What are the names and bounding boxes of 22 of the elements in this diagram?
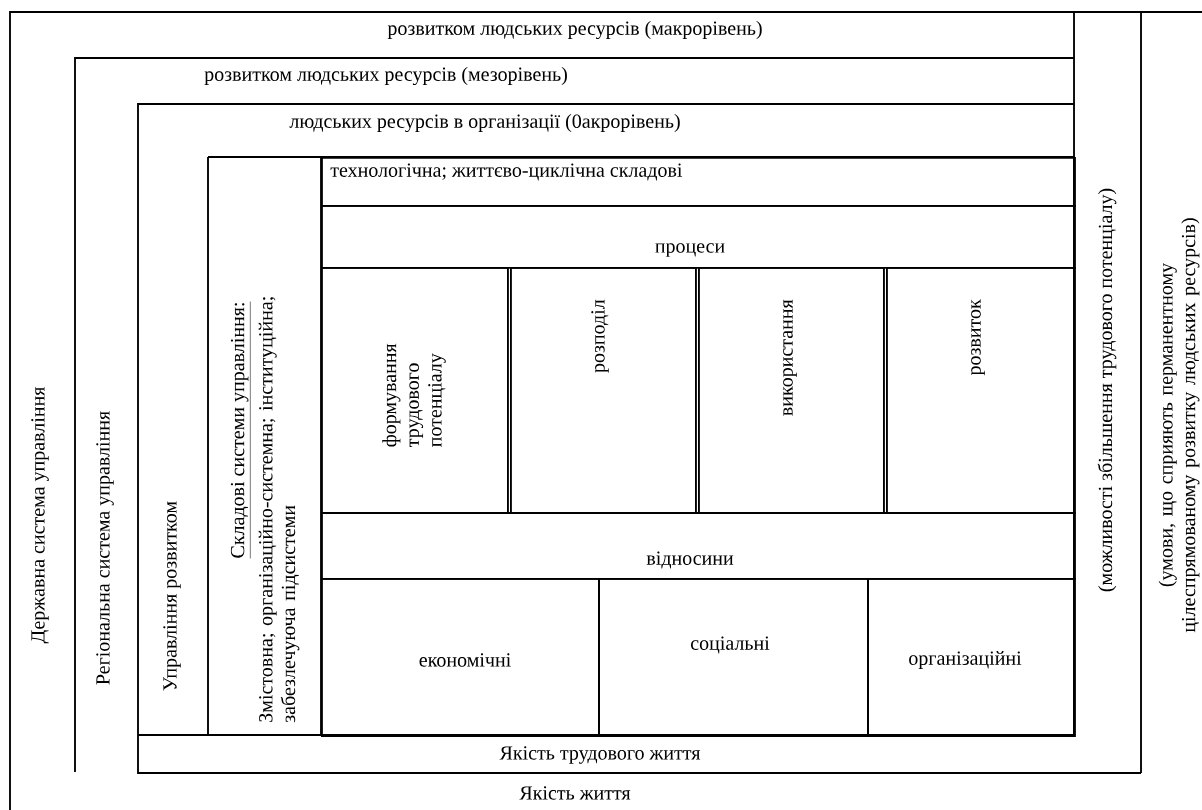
table-cell: розподіл [510, 267, 697, 514]
frame-label: Державна система управління [31, 386, 49, 644]
table-cell: процеси [321, 205, 1076, 269]
table-cell: технологічна; життєво-циклічна складові [321, 157, 1076, 207]
frame-label: Управління розвитком [163, 501, 181, 691]
frame-label: (можливості збільшення трудового потенціалу) [1097, 188, 1117, 592]
table-cell: використання [698, 267, 885, 514]
table-cell: організаційні [867, 578, 1076, 737]
frame-label: людських ресурсів в організації (0акрорівень) [289, 113, 680, 133]
frame-label: Регіональна система управління [96, 411, 114, 685]
frame-label: Якість життя [519, 786, 631, 800]
frame-label: Змістовна; організаційно-системна; інституційна; забезлечуюча підсистеми [258, 297, 300, 723]
table-cell: розвиток [886, 267, 1076, 514]
table-cell: економічні [321, 578, 600, 737]
frame-label: Складові системи управління: [230, 301, 251, 559]
frame-label: (умови, що сприяють перманентному цілеспрямованому розвитку людських ресурсів) [1158, 218, 1200, 633]
frame-label: Якість трудового життя [499, 746, 701, 764]
table-cell: формування трудового потенціалу [321, 267, 509, 514]
frame-label: розвитком людських ресурсів (макрорівень) [387, 20, 762, 40]
table-cell: соціальні [598, 578, 869, 737]
table-cell: відносини [321, 512, 1076, 580]
frame-label: розвитком людських ресурсів (мезорівень) [204, 66, 567, 86]
